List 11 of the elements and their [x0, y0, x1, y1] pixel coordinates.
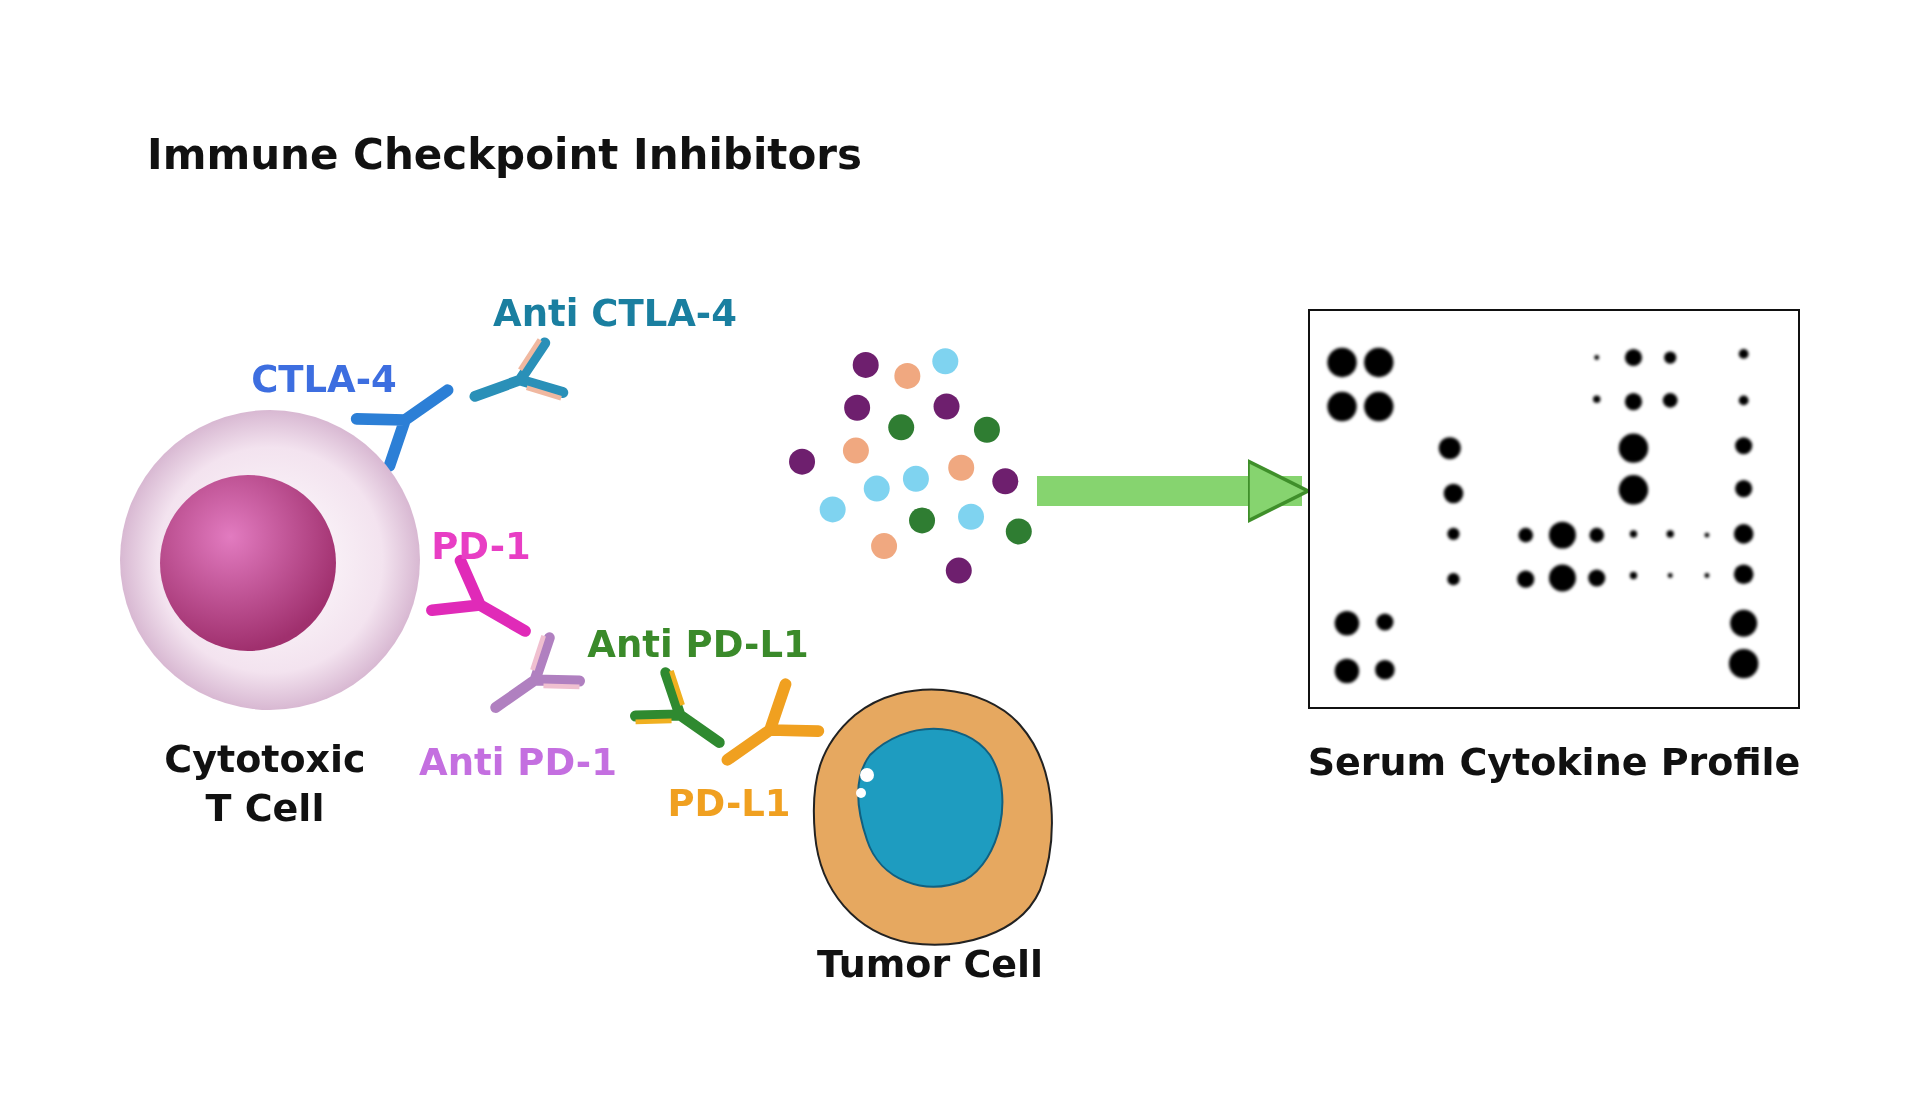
cell-label: Tumor Cell: [815, 941, 1045, 988]
protein-label: Anti CTLA-4: [492, 292, 738, 335]
cell-label: Cytotoxic T Cell: [163, 736, 367, 833]
arrow: [1037, 459, 1310, 523]
protein-label: PD-L1: [666, 782, 792, 825]
protein-label: Anti PD-1: [418, 741, 618, 784]
cell-label: Serum Cytokine Profile: [1306, 739, 1802, 786]
protein-label: CTLA-4: [250, 358, 398, 401]
diagram-title: Immune Checkpoint Inhibitors: [147, 130, 862, 179]
protein-label: PD-1: [430, 525, 532, 568]
protein-label: Anti PD-L1: [586, 623, 810, 666]
